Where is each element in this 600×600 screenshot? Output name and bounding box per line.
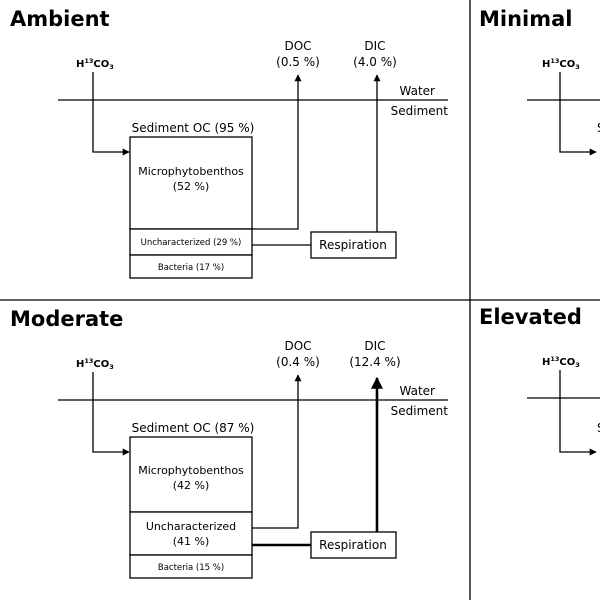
panel-title-minimal: Minimal <box>479 7 573 31</box>
respiration-label: Respiration <box>319 238 387 252</box>
bacteria-label: Bacteria (17 %) <box>158 263 224 273</box>
sediment-label: Sediment <box>391 404 449 418</box>
panel-minimal: Minimal H13CO3 S <box>479 7 600 156</box>
panel-moderate: Moderate H13CO3 DOC (0.4 %) DIC (12.4 %)… <box>10 307 449 579</box>
bacteria-box <box>129 254 253 279</box>
panel-title-elevated: Elevated <box>479 305 582 329</box>
doc-label: DOC <box>284 39 311 53</box>
uncharacterized-label: Uncharacterized (29 %) <box>141 238 242 248</box>
doc-label: DOC <box>284 339 311 353</box>
doc-arrow <box>252 374 302 529</box>
uncharacterized-box <box>129 228 253 256</box>
bicarbonate-label: H13CO3 <box>542 355 580 369</box>
doc-value: (0.4 %) <box>276 355 320 369</box>
uptake-arrow <box>92 72 130 156</box>
panel-elevated: Elevated H13CO3 S <box>479 305 600 456</box>
uptake-arrow <box>559 72 597 156</box>
sediment-label: Sediment <box>391 104 449 118</box>
respiration-label: Respiration <box>319 538 387 552</box>
sediment-oc-label-partial: S <box>597 421 600 435</box>
dic-value: (4.0 %) <box>353 55 397 69</box>
microphytobenthos-label: Microphytobenthos <box>138 464 244 477</box>
bicarbonate-label: H13CO3 <box>76 357 114 371</box>
water-label: Water <box>400 384 436 398</box>
water-label: Water <box>400 84 436 98</box>
panel-title-moderate: Moderate <box>10 307 123 331</box>
bacteria-label: Bacteria (15 %) <box>158 563 224 573</box>
sediment-oc-label-partial: S <box>597 121 600 135</box>
uncharacterized-label: Uncharacterized <box>146 520 236 533</box>
uptake-arrow <box>559 370 597 456</box>
microphytobenthos-label: Microphytobenthos <box>138 165 244 178</box>
bacteria-box <box>129 554 253 579</box>
microphytobenthos-value: (42 %) <box>173 479 210 492</box>
doc-value: (0.5 %) <box>276 55 320 69</box>
bicarbonate-label: H13CO3 <box>76 57 114 71</box>
uncharacterized-box <box>129 511 253 556</box>
uptake-arrow <box>92 372 130 456</box>
respiration-box <box>310 531 397 559</box>
microphytobenthos-box <box>129 136 253 230</box>
sediment-oc-label: Sediment OC (95 %) <box>132 121 255 135</box>
doc-arrow <box>252 74 302 230</box>
dic-value: (12.4 %) <box>349 355 400 369</box>
dic-label: DIC <box>364 39 385 53</box>
respiration-box <box>310 231 397 259</box>
dic-label: DIC <box>364 339 385 353</box>
panel-ambient: Ambient H13CO3 DOC (0.5 %) DIC (4.0 %) W… <box>10 7 449 279</box>
sediment-oc-label: Sediment OC (87 %) <box>132 421 255 435</box>
bicarbonate-label: H13CO3 <box>542 57 580 71</box>
microphytobenthos-box <box>129 436 253 513</box>
microphytobenthos-value: (52 %) <box>173 180 210 193</box>
uncharacterized-value: (41 %) <box>173 535 210 548</box>
panel-title-ambient: Ambient <box>10 7 110 31</box>
